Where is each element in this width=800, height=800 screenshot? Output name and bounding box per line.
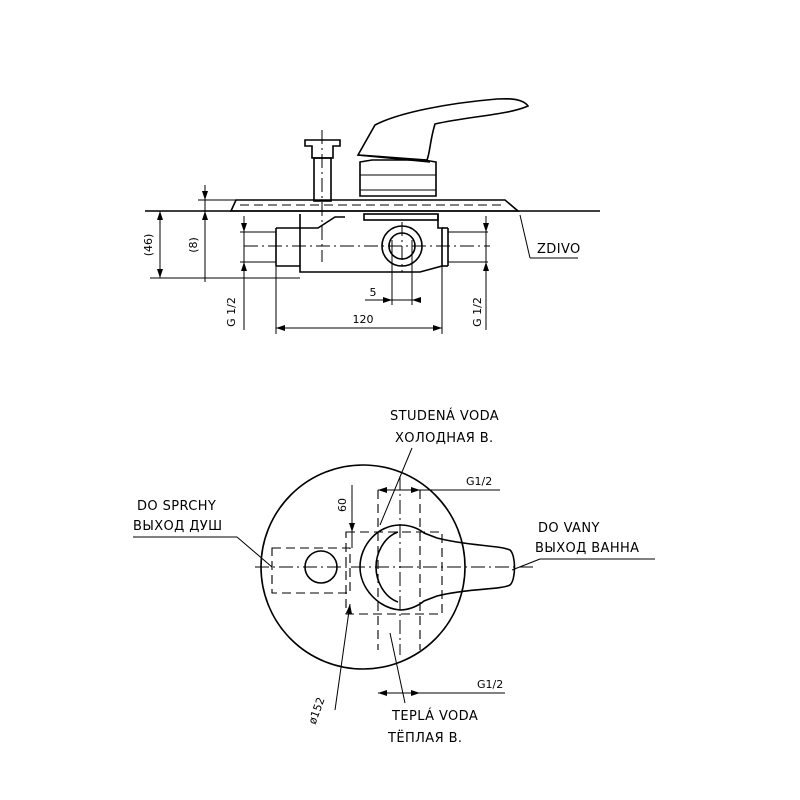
dim-overall-height: (46) <box>142 211 300 279</box>
dim-thread-left-label: G 1/2 <box>225 297 238 327</box>
dim-60-label: 60 <box>336 498 349 512</box>
bath-label-cz: DO VANY <box>538 521 600 536</box>
shower-outlet-callout: DO SPRCHY ВЫХОД ДУШ <box>133 499 273 568</box>
hidden-body-center <box>345 531 443 615</box>
warm-water-callout: TEPLÁ VODA TЁПЛАЯ В. <box>387 632 478 746</box>
top-view: G1/2 G1/2 60 ø152 STUDENÁ VODA ХОЛОДНАЯ … <box>133 408 655 746</box>
diverter-knob <box>304 130 341 262</box>
mixer-body <box>240 213 490 273</box>
cold-water-label-ru: ХОЛОДНАЯ В. <box>395 431 494 446</box>
dim-diameter: ø152 <box>306 603 352 727</box>
dim-width: 120 <box>275 266 443 334</box>
shower-label-ru: ВЫХОД ДУШ <box>133 519 222 534</box>
hidden-body-left <box>271 547 351 594</box>
dim-thread-left: G 1/2 <box>225 216 247 330</box>
lever-handle <box>356 97 530 197</box>
cold-water-callout: STUDENÁ VODA ХОЛОДНАЯ В. <box>379 408 499 526</box>
dim-thread-right: G 1/2 <box>471 216 489 330</box>
dim-offset-label: 5 <box>370 286 377 299</box>
wall-label: ZDIVO <box>537 242 581 257</box>
thread-bottom-label: G1/2 <box>477 678 503 691</box>
cold-water-label-cz: STUDENÁ VODA <box>390 408 499 424</box>
bath-outlet-callout: DO VANY ВЫХОД ВАННА <box>511 521 655 571</box>
dim-thread-bottom: G1/2 <box>378 678 505 696</box>
wall-callout: ZDIVO <box>519 214 581 259</box>
shower-label-cz: DO SPRCHY <box>137 499 216 514</box>
dim-diameter-label: ø152 <box>306 696 328 727</box>
bath-label-ru: ВЫХОД ВАННА <box>535 541 639 556</box>
thread-top-label: G1/2 <box>466 475 492 488</box>
dim-60: 60 <box>336 485 355 548</box>
warm-water-label-ru: TЁПЛАЯ В. <box>387 730 462 746</box>
dim-thread-right-label: G 1/2 <box>471 297 484 327</box>
warm-water-label-cz: TEPLÁ VODA <box>391 708 478 724</box>
cover-plate <box>229 199 521 212</box>
dim-width-label: 120 <box>353 313 374 326</box>
dim-offset: 5 <box>365 266 421 305</box>
dim-thread-top: G1/2 <box>378 475 500 493</box>
side-view: (46) (8) G 1/2 G 1/2 5 <box>142 97 600 334</box>
dim-plate-label: (8) <box>187 237 200 253</box>
dim-overall-height-label: (46) <box>142 234 155 257</box>
dim-plate: (8) <box>187 185 236 282</box>
